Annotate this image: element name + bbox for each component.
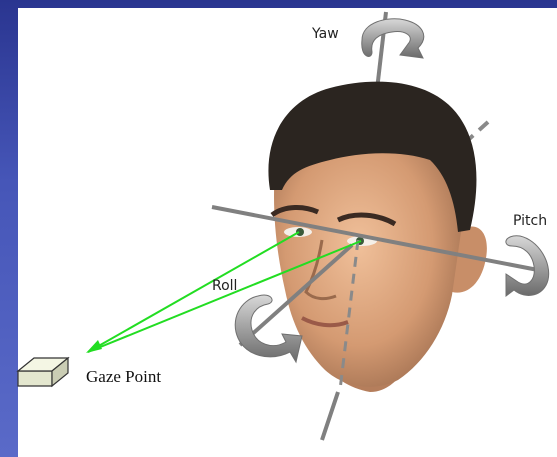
yaw-rotation-arrow-icon — [362, 19, 424, 58]
pitch-label: Pitch — [513, 213, 547, 229]
head — [268, 82, 486, 392]
gaze-point-box-icon — [18, 358, 68, 386]
yaw-label: Yaw — [311, 26, 339, 42]
yaw-axis-lower — [322, 392, 338, 440]
roll-label: Roll — [212, 278, 237, 294]
gaze-point-label: Gaze Point — [86, 367, 161, 386]
